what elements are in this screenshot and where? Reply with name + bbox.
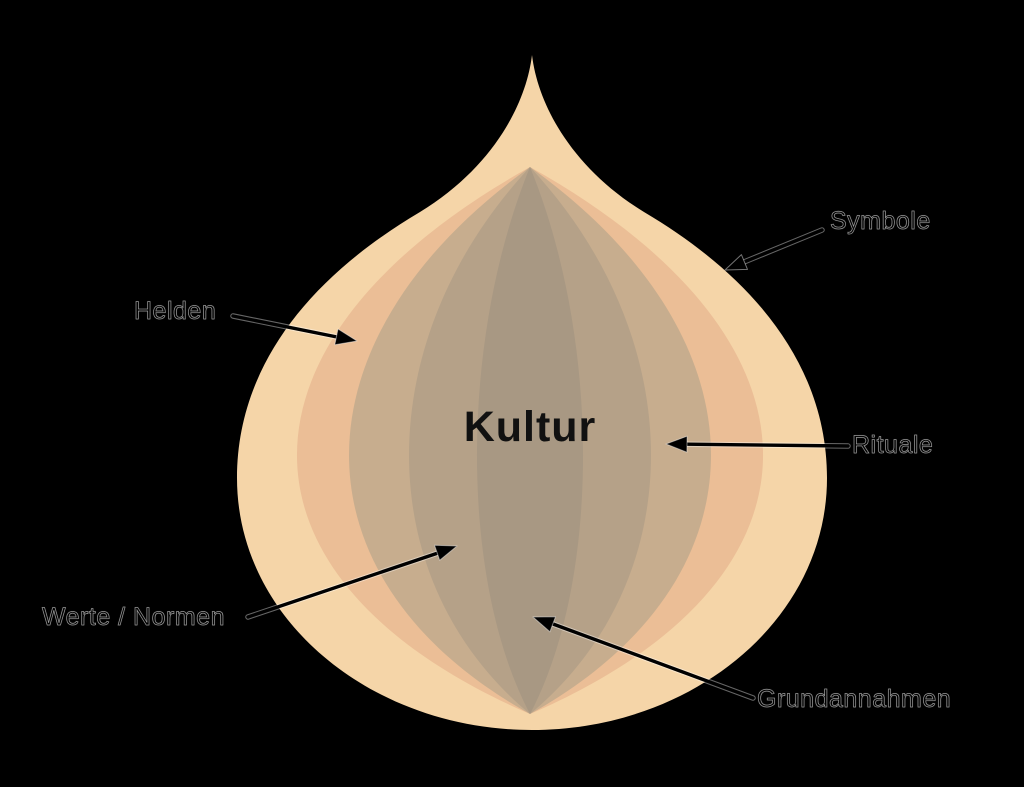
label-werte-normen: Werte / Normen — [42, 603, 225, 632]
callout-arrows — [230, 227, 851, 701]
werte-normen-arrow — [245, 544, 458, 620]
helden-arrow — [230, 313, 358, 346]
onion-layers — [237, 55, 827, 730]
symbole-arrow-line — [742, 228, 824, 264]
werte-normen-arrow-line — [246, 551, 440, 619]
grundannahmen-arrowhead-icon — [532, 616, 556, 633]
helden-arrowhead-icon — [334, 328, 358, 346]
helden-arrow-line — [231, 314, 339, 339]
rituale-arrowhead-icon — [665, 435, 688, 453]
layer-grundannahmen — [476, 167, 584, 714]
rituale-arrow-line — [685, 442, 850, 448]
center-label-kultur: Kultur — [463, 403, 597, 451]
label-rituale: Rituale — [852, 431, 934, 460]
werte-normen-arrowhead-icon — [434, 544, 458, 561]
symbole-arrowhead-icon — [724, 254, 748, 271]
rituale-arrow — [665, 435, 851, 453]
symbole-arrow — [724, 227, 825, 271]
grundannahmen-arrow — [532, 616, 756, 701]
grundannahmen-arrow-line — [551, 622, 755, 700]
label-helden: Helden — [134, 297, 217, 326]
label-symbole: Symbole — [830, 207, 931, 236]
label-grundannahmen: Grundannahmen — [757, 685, 952, 714]
